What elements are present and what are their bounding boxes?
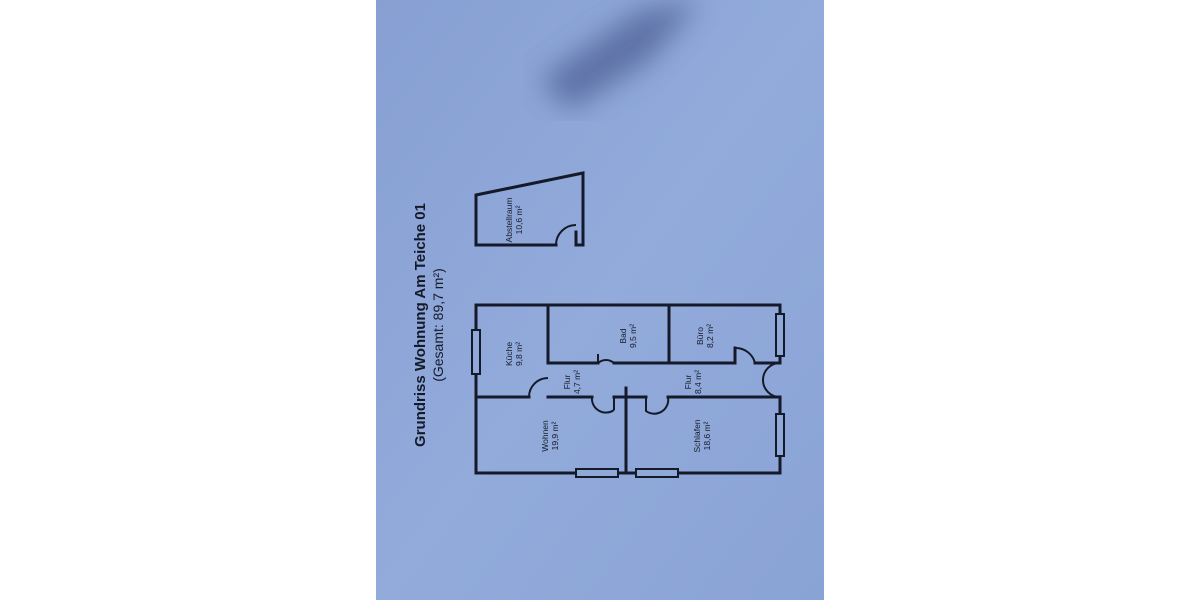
- svg-text:Flur: Flur: [562, 375, 572, 390]
- svg-text:10,6 m²: 10,6 m²: [514, 205, 524, 234]
- plan-title: Grundriss Wohnung Am Teiche 01: [412, 203, 429, 447]
- svg-text:19,9 m²: 19,9 m²: [550, 421, 560, 450]
- room-abstellraum: [474, 171, 585, 247]
- svg-text:8,2 m²: 8,2 m²: [705, 324, 715, 348]
- svg-text:8,4 m²: 8,4 m²: [693, 370, 703, 394]
- plan-subtitle: (Gesamt: 89,7 m²): [430, 268, 446, 382]
- window-schlafen-bottom: [635, 468, 679, 478]
- window-wohnen: [575, 468, 619, 478]
- window-kueche: [471, 329, 481, 375]
- svg-text:9,5 m²: 9,5 m²: [628, 324, 638, 348]
- apartment-walls: [474, 303, 782, 475]
- svg-text:Abstellraum: Abstellraum: [504, 198, 514, 243]
- svg-text:Bad: Bad: [618, 328, 628, 343]
- svg-text:Küche: Küche: [504, 342, 514, 366]
- svg-text:Flur: Flur: [683, 375, 693, 390]
- svg-text:9,8 m²: 9,8 m²: [514, 342, 524, 366]
- svg-text:Wohnen: Wohnen: [540, 420, 550, 452]
- window-schlafen: [775, 413, 785, 457]
- svg-text:Schlafen: Schlafen: [692, 419, 702, 452]
- svg-text:Büro: Büro: [695, 327, 705, 345]
- shadow: [540, 0, 700, 110]
- svg-text:18,6 m²: 18,6 m²: [702, 421, 712, 450]
- paper-sheet: [376, 0, 824, 600]
- svg-text:4,7 m²: 4,7 m²: [572, 370, 582, 394]
- window-buero: [775, 313, 785, 357]
